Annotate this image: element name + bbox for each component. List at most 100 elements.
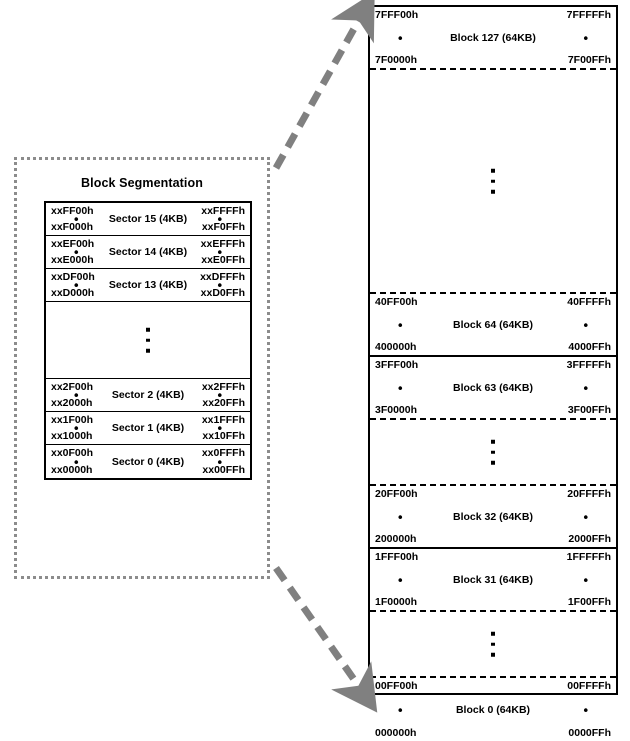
vertical-ellipsis-icon — [370, 439, 616, 465]
range-dot-right: • — [583, 509, 588, 524]
block-label: Block 127 (64KB) — [450, 31, 536, 44]
block-ellipsis-row — [370, 420, 616, 486]
range-dot-right: • — [217, 211, 222, 227]
sector-row: xxEF00h xxE000h xxEFFFh xxE0FFh • • Sect… — [46, 236, 250, 269]
range-dot-left: • — [74, 454, 79, 469]
range-dot-right: • — [217, 387, 222, 403]
sector-top-right-address: xx1FFFh — [201, 414, 245, 426]
bottom-connector-arrow — [273, 565, 378, 713]
sector-bottom-left-address: xx1000h — [51, 429, 93, 442]
block-bottom-right-address: 3F00FFh — [567, 403, 611, 416]
block-label: Block 64 (64KB) — [453, 318, 533, 331]
block-bottom-left-address: 400000h — [375, 340, 417, 353]
range-dot-left: • — [398, 380, 403, 395]
block-bottom-left-address: 7F0000h — [375, 53, 418, 66]
sector-row: xxDF00h xxD000h xxDFFFh xxD0FFh • • Sect… — [46, 269, 250, 302]
sector-label: Sector 0 (4KB) — [111, 455, 185, 468]
range-dot-right: • — [217, 454, 222, 469]
block-ellipsis-row — [370, 612, 616, 678]
sector-label: Sector 14 (4KB) — [108, 246, 188, 258]
sector-bottom-right-address: xx10FFh — [202, 429, 245, 442]
sector-row: xx0F00h xx0000h xx0FFFh xx00FFh • • Sect… — [46, 445, 250, 478]
sector-bottom-left-address: xx2000h — [51, 396, 93, 409]
left-panel-title: Block Segmentation — [81, 176, 203, 190]
sector-top-right-address: xx2FFFh — [201, 381, 245, 393]
block-top-right-address: 1FFFFFh — [566, 551, 611, 563]
sector-bottom-left-address: xxE000h — [51, 253, 94, 266]
sector-ellipsis-row — [46, 302, 250, 379]
block-top-left-address: 00FF00h — [375, 680, 418, 692]
sector-bottom-right-address: xxD0FFh — [200, 286, 245, 299]
block-top-left-address: 40FF00h — [375, 296, 418, 308]
block-bottom-right-address: 7F00FFh — [567, 53, 611, 66]
sector-bottom-left-address: xxF000h — [51, 220, 94, 233]
block-bottom-right-address: 2000FFh — [568, 532, 611, 545]
sector-table: xxFF00h xxF000h xxFFFFh xxF0FFh • • Sect… — [44, 201, 252, 480]
sector-top-right-address: xxDFFFh — [200, 271, 245, 283]
range-dot-left: • — [74, 211, 79, 227]
range-dot-left: • — [74, 277, 79, 293]
sector-bottom-right-address: xxF0FFh — [201, 220, 245, 233]
vertical-ellipsis-icon — [46, 327, 250, 353]
range-dot-right: • — [217, 277, 222, 293]
range-dot-left: • — [398, 509, 403, 524]
range-dot-right: • — [583, 572, 588, 587]
sector-label: Sector 15 (4KB) — [108, 213, 188, 225]
sector-top-left-address: xxFF00h — [51, 205, 94, 217]
block-row: 40FF00h 400000h 40FFFFh 4000FFh • • Bloc… — [370, 294, 616, 357]
sector-bottom-left-address: xx0000h — [51, 463, 93, 476]
block-bottom-left-address: 000000h — [375, 726, 417, 739]
block-top-right-address: 40FFFFh — [567, 296, 611, 308]
sector-bottom-left-address: xxD000h — [51, 286, 95, 299]
block-top-right-address: 20FFFFh — [567, 488, 611, 500]
block-bottom-right-address: 0000FFh — [568, 726, 611, 739]
bottom-arrow-line — [273, 565, 378, 713]
block-bottom-right-address: 4000FFh — [568, 340, 611, 353]
block-bottom-right-address: 1F00FFh — [567, 595, 611, 608]
sector-bottom-right-address: xx00FFh — [202, 463, 245, 476]
range-dot-right: • — [583, 317, 588, 332]
block-top-right-address: 00FFFFh — [567, 680, 611, 692]
sector-top-left-address: xxDF00h — [51, 271, 95, 283]
block-top-right-address: 3FFFFFh — [566, 359, 611, 371]
sector-row: xxFF00h xxF000h xxFFFFh xxF0FFh • • Sect… — [46, 203, 250, 236]
block-bottom-left-address: 200000h — [375, 532, 417, 545]
sector-top-right-address: xx0FFFh — [201, 447, 245, 459]
block-ellipsis-row — [370, 70, 616, 294]
block-top-left-address: 20FF00h — [375, 488, 418, 500]
sector-top-right-address: xxEFFFh — [200, 238, 245, 250]
range-dot-left: • — [398, 317, 403, 332]
block-label: Block 63 (64KB) — [453, 381, 533, 394]
block-label: Block 0 (64KB) — [455, 703, 531, 716]
top-connector-arrow — [272, 0, 375, 170]
block-label: Block 32 (64KB) — [453, 510, 533, 523]
range-dot-right: • — [217, 420, 222, 436]
sector-top-left-address: xxEF00h — [51, 238, 95, 250]
block-bottom-left-address: 1F0000h — [375, 595, 418, 608]
sector-bottom-right-address: xxE0FFh — [201, 253, 245, 266]
range-dot-left: • — [398, 572, 403, 587]
block-bottom-left-address: 3F0000h — [375, 403, 418, 416]
memory-block-map-panel: 7FFF00h 7F0000h 7FFFFFh 7F00FFh • • Bloc… — [368, 5, 618, 738]
sector-row: xx1F00h xx1000h xx1FFFh xx10FFh • • Sect… — [46, 412, 250, 445]
sector-label: Sector 13 (4KB) — [108, 279, 188, 291]
block-top-left-address: 3FFF00h — [375, 359, 419, 371]
sector-label: Sector 1 (4KB) — [111, 422, 185, 434]
range-dot-left: • — [74, 420, 79, 436]
block-top-left-address: 7FFF00h — [375, 9, 419, 21]
sector-label: Sector 2 (4KB) — [111, 389, 185, 401]
top-arrow-line — [272, 0, 375, 170]
vertical-ellipsis-icon — [370, 168, 616, 194]
vertical-ellipsis-icon — [370, 631, 616, 657]
block-row: 1FFF00h 1F0000h 1FFFFFh 1F00FFh • • Bloc… — [370, 549, 616, 612]
block-row: 3FFF00h 3F0000h 3FFFFFh 3F00FFh • • Bloc… — [370, 357, 616, 420]
block-row: 20FF00h 200000h 20FFFFh 2000FFh • • Bloc… — [370, 486, 616, 549]
block-label: Block 31 (64KB) — [453, 573, 533, 586]
sector-top-left-address: xx2F00h — [51, 381, 94, 393]
block-row: 00FF00h 000000h 00FFFFh 0000FFh • • Bloc… — [370, 678, 616, 741]
range-dot-left: • — [74, 244, 79, 260]
range-dot-left: • — [398, 30, 403, 45]
block-segmentation-panel: Block Segmentation xxFF00h xxF000h xxFFF… — [14, 157, 270, 579]
range-dot-right: • — [583, 30, 588, 45]
block-row: 7FFF00h 7F0000h 7FFFFFh 7F00FFh • • Bloc… — [370, 7, 616, 70]
